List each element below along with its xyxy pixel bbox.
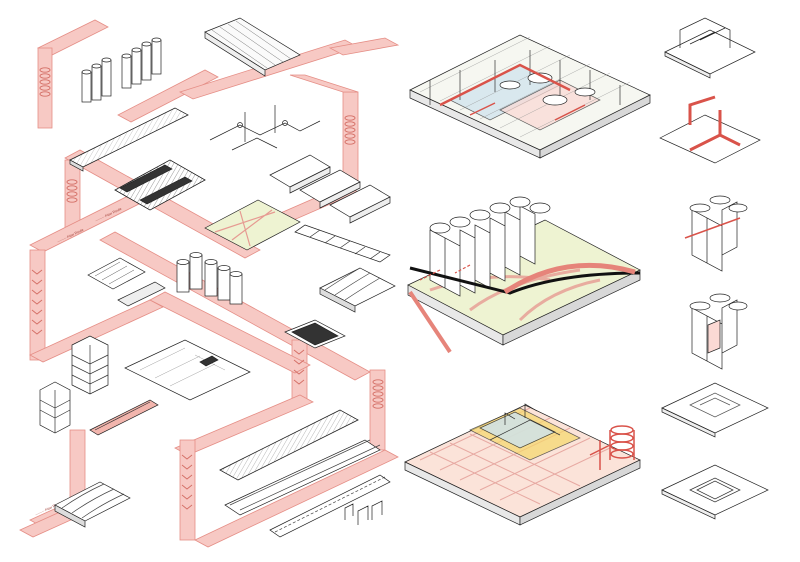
dark-slab (284, 319, 346, 349)
thumb-silo-cluster-2 (689, 293, 748, 370)
tower-block (39, 335, 109, 434)
frame-pieces (344, 500, 383, 525)
small-bridge (89, 399, 159, 436)
top-block-silos (499, 72, 596, 106)
left-objects (39, 17, 396, 538)
ribbon-segment-top-center (117, 69, 219, 123)
silo-icon (81, 37, 162, 103)
spiral-chute-markers (31, 67, 384, 510)
hangar-icon (54, 481, 131, 528)
ribbon-vertical-bottom-center (179, 439, 196, 541)
zigzag-chute-left (31, 269, 43, 335)
spiral-chute-icon (66, 179, 78, 203)
zigzag-chute-mid (293, 349, 305, 385)
ribbon-segment-low-diagonal (29, 299, 164, 363)
terrain-block-icon (204, 199, 301, 251)
bottom-block-spiral (609, 425, 635, 460)
conveyor-icon (219, 409, 391, 538)
thumbnail-column (659, 17, 769, 520)
ribbon-vertical-left-mid (29, 249, 46, 361)
ribbon-segment-low-long (149, 291, 311, 374)
block-top-side-right (539, 94, 651, 159)
silo-group (81, 37, 162, 103)
thumb-plan-2 (661, 464, 769, 520)
rack-frame (294, 224, 391, 263)
thumb-roof-structure (664, 17, 756, 79)
plan-card (124, 339, 251, 401)
spiral-chute-icon (372, 379, 384, 409)
hangar-icon (319, 267, 396, 313)
zigzag-chute-bottom (181, 454, 193, 510)
block-bottom-side-right (519, 459, 641, 526)
pipe-icon (209, 105, 321, 151)
spiral-chute-icon (344, 115, 356, 145)
ribbon-segment-bottom-right (194, 449, 399, 548)
axon-block-middle (407, 196, 641, 354)
axon-block-top (409, 34, 651, 159)
thumb-pipe-frame (659, 95, 761, 164)
ribbon-segment-mid-down (289, 74, 359, 93)
rail-platform (114, 159, 206, 211)
thumb-plan-1 (661, 382, 769, 438)
spiral-chute-icon (39, 67, 51, 97)
conveyor-icon (69, 107, 189, 172)
block-mid-side-right (502, 269, 641, 346)
ribbon-segment-top-right-2 (328, 37, 400, 56)
conveyor-shed-top (204, 17, 301, 77)
mid-block-silo-cluster (429, 196, 551, 297)
stepped-modules (269, 154, 391, 224)
axon-block-bottom (404, 403, 641, 526)
silo-cluster-mid (176, 252, 243, 305)
escalator-module (87, 257, 166, 307)
thumb-silo-cluster-1 (684, 195, 748, 272)
